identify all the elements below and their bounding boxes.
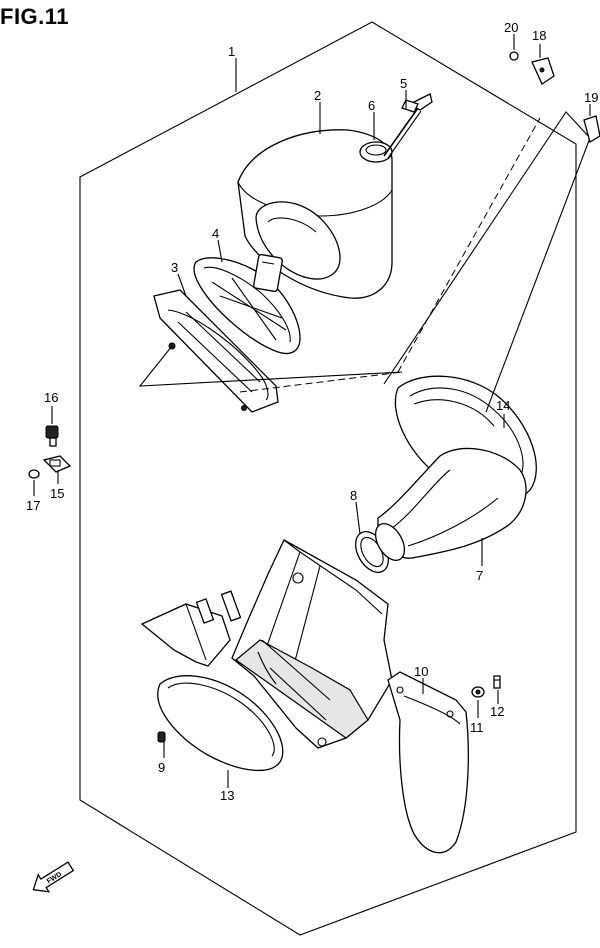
mud-guard [387,671,469,854]
screw-20 [509,51,519,61]
callout-18: 18 [532,28,546,43]
callout-5: 5 [400,76,407,91]
callout-16: 16 [44,390,58,405]
bottom-plate [140,590,242,667]
fitting-19 [583,115,600,143]
callout-17: 17 [26,498,40,513]
mount-leader-dashed-2 [239,371,403,393]
cap-17 [28,469,40,479]
plate-leader [138,345,403,387]
mount-leader-dashed [397,117,541,373]
callout-4: 4 [212,226,219,241]
callout-6: 6 [368,98,375,113]
callout-7: 7 [476,568,483,583]
mount-leader [383,111,591,413]
callout-14: 14 [496,398,510,413]
filter-gasket [157,675,284,772]
washer-11 [471,686,485,698]
assembly-boundary [79,21,577,936]
callout-2: 2 [314,88,321,103]
bolt-16 [45,425,59,447]
figure-title: FIG.11 [0,4,70,29]
small-bolt-9 [157,731,166,743]
nut-15 [42,455,72,473]
leader-lines [33,34,591,788]
seal-ring [354,523,406,573]
callout-15: 15 [50,486,64,501]
callout-8: 8 [350,488,357,503]
forward-arrow-icon: FWD [32,861,75,893]
callout-1: 1 [228,44,235,59]
callout-11: 11 [470,720,484,735]
wing-bolt [383,93,433,159]
callout-19: 19 [584,90,598,105]
forward-label: FWD [46,871,63,885]
element-holder [193,253,301,355]
callout-20: 20 [504,20,518,35]
bracket-18 [531,57,555,85]
callout-12: 12 [490,704,504,719]
callout-3: 3 [171,260,178,275]
callout-9: 9 [158,760,165,775]
clamp-ring [359,141,393,163]
intake-duct [377,447,527,559]
screw-12 [493,675,501,689]
air-box-housing [231,539,393,749]
callout-13: 13 [220,788,234,803]
callout-10: 10 [414,664,428,679]
rear-plate [153,289,279,413]
